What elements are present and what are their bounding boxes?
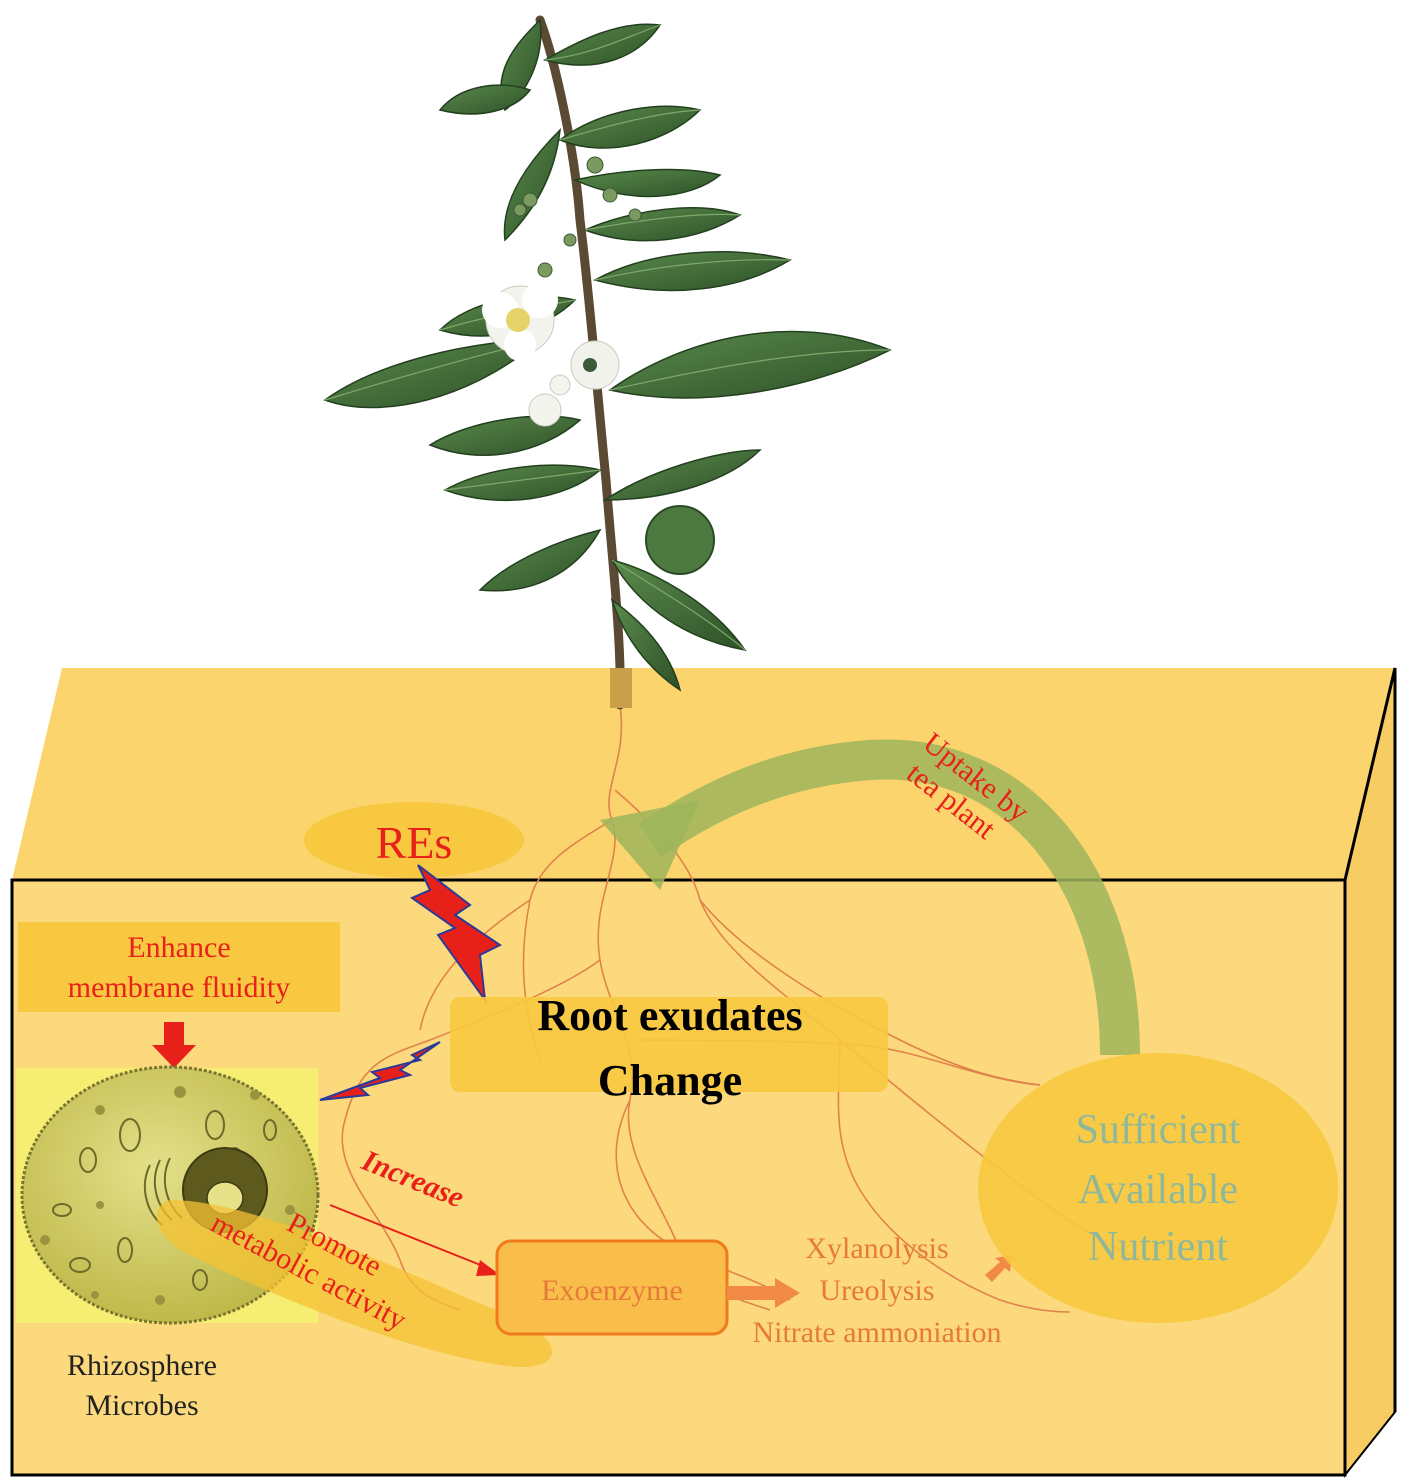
enhance-box [18,922,340,1012]
sufficient-line2: Available [1078,1167,1238,1213]
sufficient-line3: Nutrient [1088,1224,1228,1270]
leaf [503,127,561,242]
leaf [572,168,722,198]
microbes-line2: Microbes [85,1389,198,1422]
leaf [428,415,582,456]
tea-plant [323,15,892,710]
stem-base [610,668,632,708]
leaf [602,449,762,501]
increase-arrow [329,1204,489,1269]
lightning-bolt-microbe [319,1041,441,1101]
nitrate-label: Nitrate ammoniation [752,1316,1001,1349]
uptake-arrow [600,739,1140,1056]
promote-highlight [156,1200,553,1367]
sufficient-line1: Sufficient [1076,1107,1241,1153]
leaf [582,207,742,242]
process-arrow [727,1278,800,1308]
tea-fruit [645,505,715,575]
root-exudates-box [450,997,888,1092]
root-exudates-line1: Root exudates [537,991,802,1040]
nutrient-ellipse [978,1053,1338,1323]
leaf [592,251,792,292]
enhance-line2: membrane fluidity [68,971,290,1004]
leaf [610,598,682,692]
root-exudates-line2: Change [598,1056,742,1105]
leaf [608,330,892,399]
exoenzyme-label: Exoenzyme [541,1274,683,1307]
tea-buds [513,156,642,278]
microbes-line1: Rhizosphere [67,1349,217,1382]
res-ellipse [304,802,524,878]
res-label: REs [376,817,453,868]
nutrient-arrow-icon [985,1255,1012,1282]
xylanolysis-label: Xylanolysis [805,1232,948,1265]
enhance-line1: Enhance [127,931,230,964]
leaf [478,528,602,592]
down-arrow-icon [152,1022,196,1068]
increase-arrowhead [476,1260,500,1276]
tea-flowers [482,282,620,427]
leaf [438,84,532,115]
microbe-cell [20,1065,320,1325]
ureolysis-label: Ureolysis [820,1274,935,1307]
soil-top-face [12,668,1395,880]
leaf [443,464,602,502]
leaf [543,23,662,66]
